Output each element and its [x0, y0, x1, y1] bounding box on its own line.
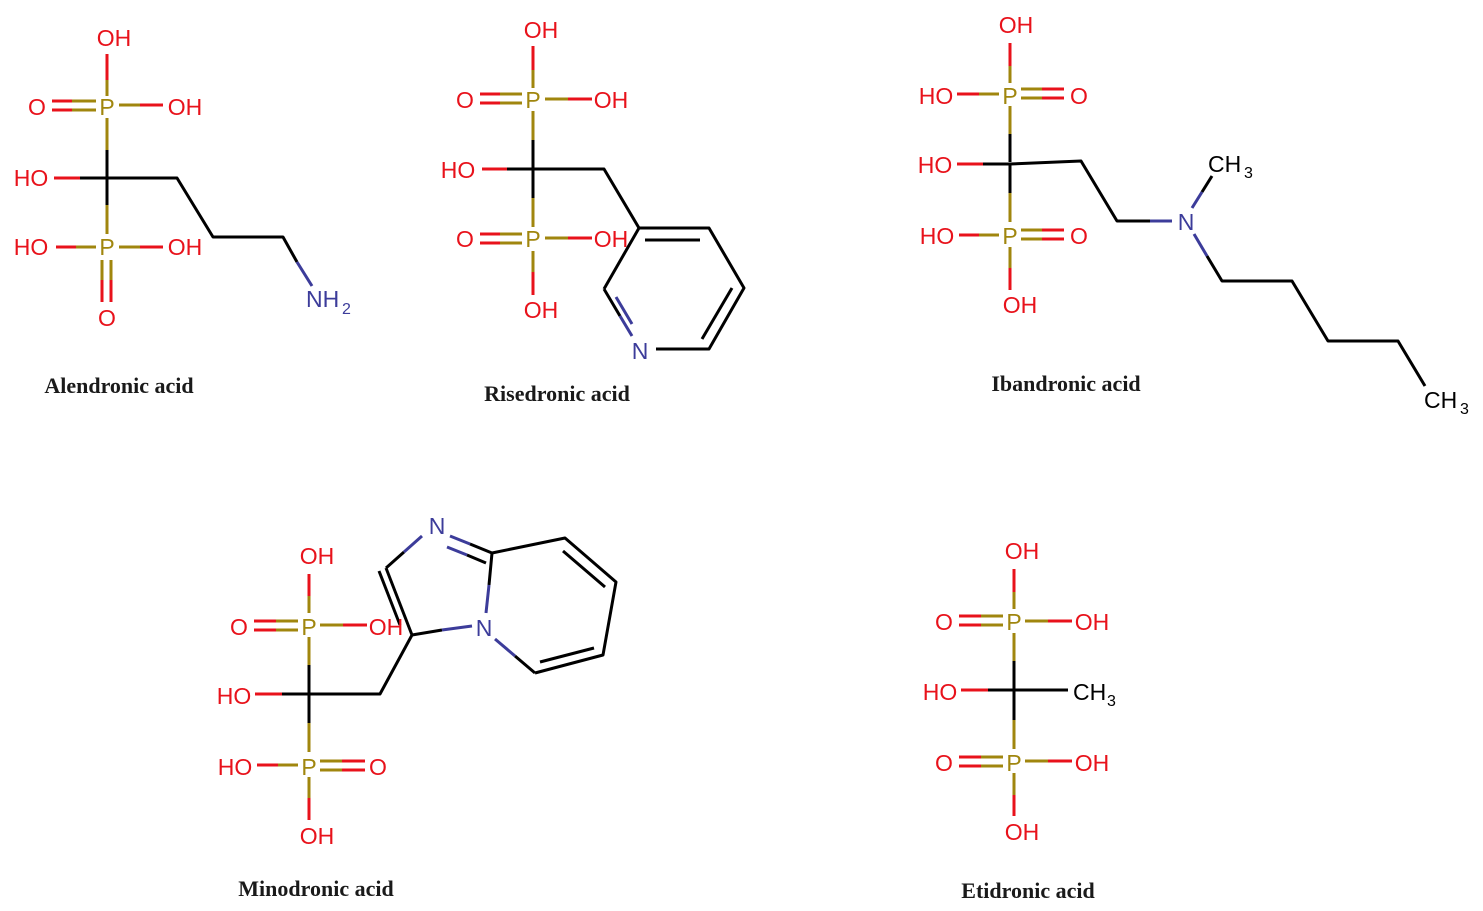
methyl-subscript: 3 [1460, 401, 1469, 418]
alendronic-bonds [52, 54, 314, 302]
hydroxyl-label: HO [918, 152, 953, 178]
alendronic-atom-labels: OH O P OH HO HO P OH O NH 2 [14, 25, 351, 331]
oxygen-label: O [1070, 83, 1088, 109]
oxygen-label: O [935, 609, 953, 635]
hydroxyl-label: HO [441, 157, 476, 183]
amine-label: NH [306, 286, 339, 312]
oxygen-label: O [98, 305, 116, 331]
phosphorus-label: P [1002, 83, 1017, 109]
hydroxyl-label: OH [594, 87, 629, 113]
hydroxyl-label: OH [168, 94, 203, 120]
oxygen-label: O [935, 750, 953, 776]
hydroxyl-label: OH [300, 823, 335, 849]
hydroxyl-label: OH [524, 297, 559, 323]
pyridine-nitrogen-label: N [632, 338, 649, 364]
hydroxyl-label: OH [369, 614, 404, 640]
hydroxyl-label: OH [1005, 819, 1040, 845]
hydroxyl-label: HO [923, 679, 958, 705]
methyl-label: CH [1208, 151, 1241, 177]
amine-subscript: 2 [342, 301, 351, 318]
molecule-risedronic-acid: OH O P OH HO O P OH OH N Risedronic acid [441, 17, 746, 406]
oxygen-label: O [456, 87, 474, 113]
oxygen-label: O [1070, 223, 1088, 249]
imidazole-nitrogen-label: N [429, 513, 446, 539]
minodronic-atom-labels: OH O P OH HO HO P O OH N N [217, 513, 493, 849]
hydroxyl-label: OH [524, 17, 559, 43]
hydroxyl-label: OH [1005, 538, 1040, 564]
phosphorus-label: P [1002, 223, 1017, 249]
methyl-subscript: 3 [1244, 165, 1253, 182]
etidronic-bonds [959, 569, 1072, 816]
hydroxyl-label: HO [14, 234, 49, 260]
hydroxyl-label: OH [168, 234, 203, 260]
risedronic-atom-labels: OH O P OH HO O P OH OH N [441, 17, 649, 364]
hydroxyl-label: OH [300, 543, 335, 569]
phosphorus-label: P [301, 754, 316, 780]
oxygen-label: O [28, 94, 46, 120]
risedronic-bonds [480, 46, 746, 351]
hydroxyl-label: OH [594, 226, 629, 252]
ibandronic-bonds [957, 43, 1427, 387]
hydroxyl-label: OH [999, 12, 1034, 38]
phosphorus-label: P [525, 226, 540, 252]
phosphorus-label: P [1006, 750, 1021, 776]
ibandronic-atom-labels: OH HO P O HO HO P O OH CH 3 N CH 3 [918, 12, 1469, 418]
methyl-label: CH [1424, 387, 1457, 413]
hydroxyl-label: HO [217, 683, 252, 709]
amine-nitrogen-label: N [1178, 209, 1195, 235]
etidronic-atom-labels: OH O P OH HO CH 3 O P OH OH [923, 538, 1116, 845]
hydroxyl-label: HO [919, 83, 954, 109]
molecule-etidronic-acid: OH O P OH HO CH 3 O P OH OH Etidronic ac… [923, 538, 1116, 903]
hydroxyl-label: OH [1075, 750, 1110, 776]
hydroxyl-label: HO [14, 165, 49, 191]
phosphorus-label: P [99, 94, 114, 120]
oxygen-label: O [230, 614, 248, 640]
hydroxyl-label: OH [97, 25, 132, 51]
minodronic-bonds [254, 534, 618, 820]
caption-risedronic-acid: Risedronic acid [484, 381, 630, 406]
caption-etidronic-acid: Etidronic acid [961, 878, 1094, 903]
hydroxyl-label: OH [1075, 609, 1110, 635]
caption-minodronic-acid: Minodronic acid [238, 876, 393, 901]
molecule-ibandronic-acid: OH HO P O HO HO P O OH CH 3 N CH 3 Iband… [918, 12, 1469, 418]
oxygen-label: O [369, 754, 387, 780]
hydroxyl-label: HO [920, 223, 955, 249]
oxygen-label: O [456, 226, 474, 252]
methyl-label: CH [1073, 679, 1106, 705]
methyl-subscript: 3 [1107, 693, 1116, 710]
phosphorus-label: P [1006, 609, 1021, 635]
phosphorus-label: P [99, 234, 114, 260]
phosphorus-label: P [301, 614, 316, 640]
molecule-alendronic-acid: OH O P OH HO HO P OH O NH 2 Alendronic a… [14, 25, 351, 398]
hydroxyl-label: OH [1003, 292, 1038, 318]
caption-ibandronic-acid: Ibandronic acid [991, 371, 1140, 396]
hydroxyl-label: HO [218, 754, 253, 780]
caption-alendronic-acid: Alendronic acid [44, 373, 193, 398]
molecule-minodronic-acid: OH O P OH HO HO P O OH N N Minodronic ac… [217, 513, 618, 901]
bridgehead-nitrogen-label: N [476, 615, 493, 641]
phosphorus-label: P [525, 87, 540, 113]
